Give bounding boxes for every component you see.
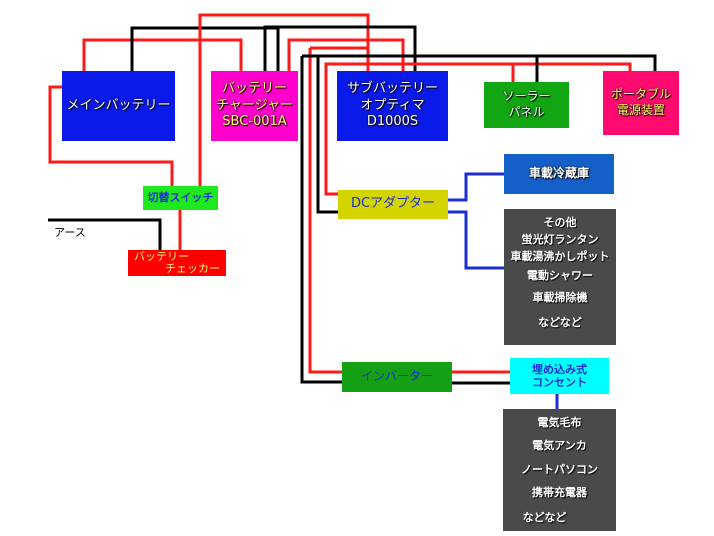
checker-label-2: チェッカー <box>165 262 220 275</box>
wire-main-battery-positive <box>48 85 174 186</box>
wire-inv-black <box>300 56 342 384</box>
fridge-label: 車載冷蔵庫 <box>528 166 589 181</box>
ac-device-item: ノートパソコン <box>521 463 598 476</box>
dc-device-list: その他 蛍光灯ランタン 車載湯沸かしポット 電動シャワー 車載掃除機 などなど <box>504 209 616 345</box>
wire-dc-to-fridge <box>448 172 504 202</box>
solar-label-1: ソーラー <box>502 89 551 104</box>
main-battery-label: メインバッテリー <box>66 97 171 113</box>
wire-charger-to-switch <box>198 13 370 186</box>
charger-model: SBC-001A <box>222 114 287 130</box>
portable-label-1: ポータブル <box>610 87 671 102</box>
ac-device-list: 電気毛布 電気アンカ ノートパソコン 携帯充電器 などなど <box>503 409 616 531</box>
wire-dc-red <box>324 140 338 196</box>
wire-dc-to-devices <box>448 210 504 270</box>
wire-main-battery-top-red <box>82 38 243 71</box>
solar-panel: ソーラー パネル <box>484 82 569 128</box>
sub-battery-label-1: サブバッテリー <box>346 80 438 96</box>
sub-battery: サブバッテリー オプティマ D1000S <box>337 71 448 141</box>
sub-battery-label-2: オプティマ <box>360 97 425 113</box>
ac-device-item: 電気毛布 <box>537 416 582 429</box>
built-in-outlet: 埋め込み式 コンセント <box>510 358 609 394</box>
ac-device-item: 携帯充電器 <box>532 486 587 499</box>
sub-battery-model: D1000S <box>366 114 419 130</box>
outlet-label-2: コンセント <box>532 376 587 389</box>
solar-label-2: パネル <box>508 105 545 119</box>
dc-adapter-label: DCアダプター <box>350 196 436 212</box>
charger-label-1: バッテリー <box>221 80 287 96</box>
wire-inv-red <box>308 48 342 374</box>
dc-adapter: DCアダプター <box>338 190 448 219</box>
dc-device-item: その他 <box>543 216 577 229</box>
wire-bus-red <box>324 62 632 140</box>
outlet-label-1: 埋め込み式 <box>532 362 587 376</box>
charger-label-2: チャージャー <box>216 97 293 113</box>
wire-bus-black <box>316 54 657 140</box>
car-fridge: 車載冷蔵庫 <box>504 154 614 194</box>
earth-label: アース <box>54 226 86 239</box>
checker-label-1: バッテリー <box>134 249 189 263</box>
wire-earth <box>48 218 162 250</box>
portable-power-unit: ポータブル 電源装置 <box>603 71 679 135</box>
battery-checker: バッテリー チェッカー <box>128 250 226 276</box>
dc-device-item: 電動シャワー <box>527 269 593 282</box>
inverter: インバーター <box>342 362 452 392</box>
wire-dc-black <box>316 140 338 214</box>
dc-device-item: 蛍光灯ランタン <box>521 233 599 246</box>
wire-charger-black <box>263 25 417 71</box>
wire-main-battery-top-black <box>130 26 280 71</box>
portable-label-2: 電源装置 <box>616 103 665 117</box>
inverter-label: インバーター <box>360 369 433 384</box>
ac-device-item: などなど <box>522 511 567 524</box>
main-battery: メインバッテリー <box>62 71 175 141</box>
battery-charger: バッテリー チャージャー SBC-001A <box>211 71 298 141</box>
switch-label: 切替スイッチ <box>147 190 214 204</box>
dc-device-item: 車載掃除機 <box>532 291 588 304</box>
dc-device-item: などなど <box>538 316 582 329</box>
dc-device-item: 車載湯沸かしポット <box>510 250 610 263</box>
changeover-switch: 切替スイッチ <box>143 186 218 210</box>
ac-device-item: 電気アンカ <box>532 439 587 452</box>
